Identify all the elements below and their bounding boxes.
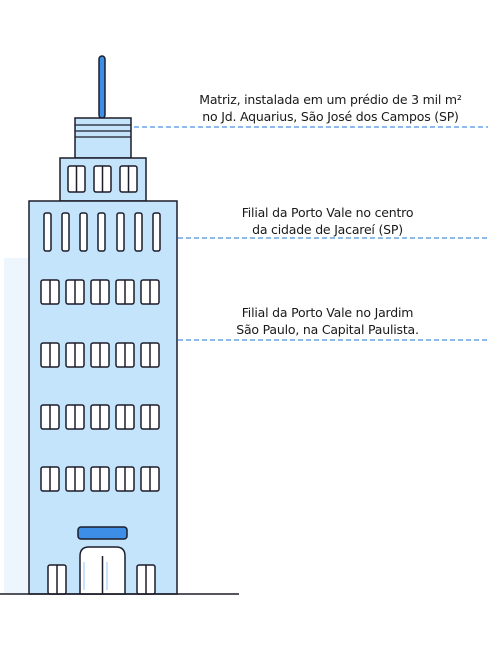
middle-tier-windows: [67, 165, 138, 193]
antenna: [98, 55, 106, 119]
top-floor-windows: [43, 212, 161, 252]
annotation-headquarters: Matriz, instalada em um prédio de 3 mil …: [188, 91, 473, 125]
annotation-jacarei-branch-line1: Filial da Porto Vale no centro: [241, 205, 414, 220]
tower-cap: [74, 117, 132, 159]
entrance-sign: [77, 526, 128, 540]
annotation-sao-paulo-branch-line2: São Paulo, na Capital Paulista.: [236, 322, 419, 337]
ground-floor-windows: [47, 564, 156, 595]
annotation-jacarei-branch-line2: da cidade de Jacareí (SP): [252, 222, 403, 237]
annotation-headquarters-line2: no Jd. Aquarius, São José dos Campos (SP…: [202, 109, 459, 124]
annotation-sao-paulo-branch-line1: Filial da Porto Vale no Jardim: [241, 305, 414, 320]
annotation-jacarei-branch: Filial da Porto Vale no centro da cidade…: [205, 204, 450, 238]
annotation-sao-paulo-branch: Filial da Porto Vale no Jardim São Paulo…: [205, 304, 450, 338]
entrance-door: [79, 546, 126, 595]
window-grid: [40, 279, 160, 492]
annotation-headquarters-line1: Matriz, instalada em um prédio de 3 mil …: [199, 92, 462, 107]
